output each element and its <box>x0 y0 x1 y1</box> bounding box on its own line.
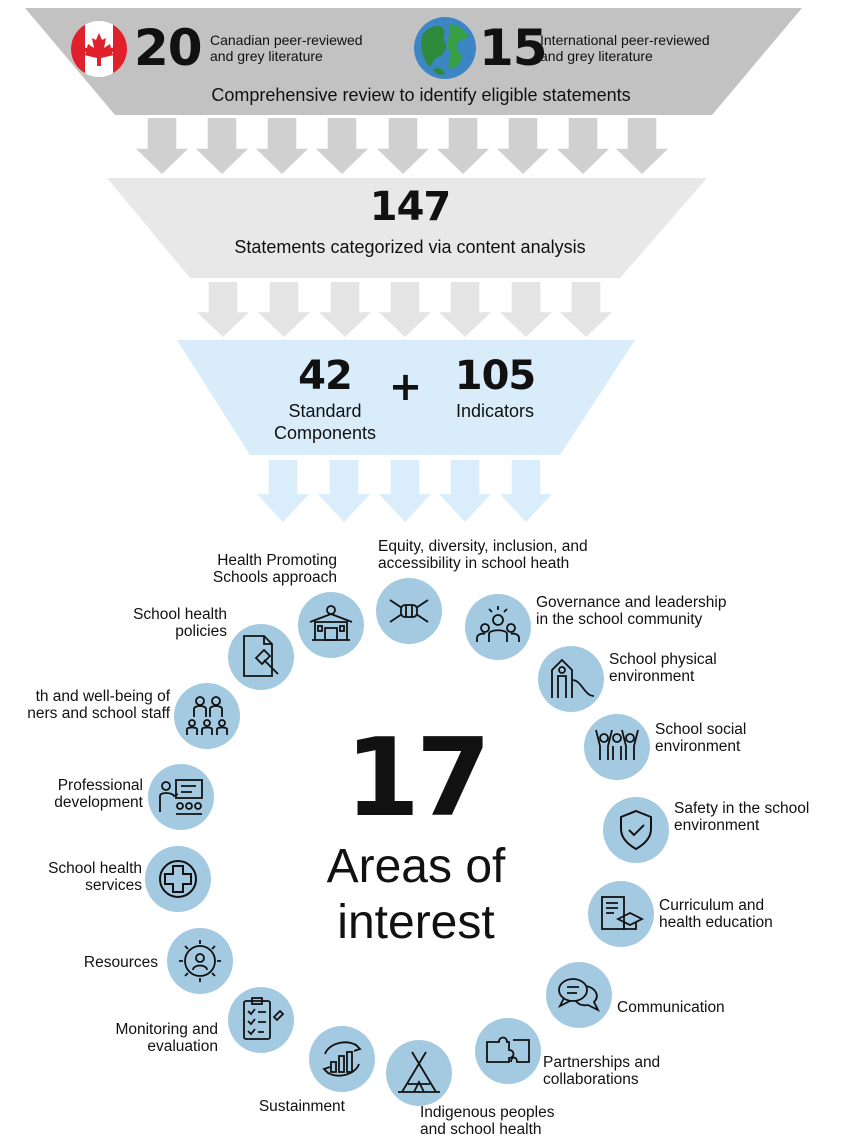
down-arrow <box>258 282 310 337</box>
areas-label-line1: Areas of <box>326 840 506 893</box>
down-arrow <box>497 118 549 174</box>
medical-cross-icon <box>145 846 211 912</box>
arrow-row-light <box>197 282 612 337</box>
speech-bubbles-icon <box>546 962 612 1028</box>
people-cheering-icon <box>584 714 650 780</box>
down-arrow <box>377 118 429 174</box>
growth-chart-icon <box>309 1026 375 1092</box>
stage3-left-label-line1: Standard <box>288 401 362 421</box>
area-label-indigenous-1: Indigenous peoples <box>420 1104 555 1121</box>
area-label-services-2: services <box>85 877 142 894</box>
shield-check-icon <box>603 797 669 863</box>
canada-flag-icon <box>70 20 128 78</box>
down-arrow <box>437 118 489 174</box>
international-count: 15 <box>479 19 548 77</box>
down-arrow <box>256 118 308 174</box>
stage2-caption: Statements categorized via content analy… <box>234 237 586 257</box>
area-label-social-2: environment <box>655 738 741 755</box>
stage3-right-count: 105 <box>454 353 537 399</box>
down-arrow <box>439 282 491 337</box>
funnel-stage-1 <box>25 8 802 115</box>
down-arrow <box>379 282 431 337</box>
area-label-policies-2: policies <box>175 623 227 640</box>
international-label-line2: and grey literature <box>540 48 653 64</box>
globe-icon <box>413 16 477 80</box>
puzzle-pieces-icon <box>475 1018 541 1084</box>
down-arrow <box>500 460 552 522</box>
leadership-group-icon <box>465 594 531 660</box>
arrow-row-grey <box>136 118 668 174</box>
canadian-count: 20 <box>134 19 203 77</box>
canadian-label-line2: and grey literature <box>210 48 323 64</box>
area-label-hps-2: Schools approach <box>212 569 337 586</box>
area-label-physical-1: School physical <box>609 651 717 668</box>
down-arrow <box>379 460 431 522</box>
down-arrow <box>318 460 370 522</box>
area-label-physical-2: environment <box>609 668 695 685</box>
policy-gavel-icon <box>228 624 294 690</box>
areas-label-line2: interest <box>337 896 495 949</box>
stage1-caption: Comprehensive review to identify eligibl… <box>211 85 631 105</box>
gear-person-icon <box>167 928 233 994</box>
area-label-wellbeing-1: th and well-being of <box>35 688 170 705</box>
area-label-hps-1: Health Promoting <box>217 552 337 569</box>
teacher-board-icon <box>148 764 214 830</box>
area-label-sustainment-1: Sustainment <box>258 1098 345 1115</box>
joined-hands-icon <box>376 578 442 644</box>
stage3-plus: + <box>388 364 423 410</box>
area-label-resources-1: Resources <box>83 954 158 971</box>
funnel-stage-2 <box>107 178 707 278</box>
down-arrow <box>557 118 609 174</box>
playground-icon <box>538 646 604 712</box>
area-label-partnerships-2: collaborations <box>543 1071 639 1088</box>
area-label-curriculum-2: health education <box>659 914 773 931</box>
down-arrow <box>197 282 249 337</box>
area-label-professional-1: Professional <box>57 777 143 794</box>
stage3-left-count: 42 <box>298 353 353 399</box>
area-label-equity-2: accessibility in school heath <box>378 555 570 572</box>
down-arrow <box>616 118 668 174</box>
area-label-policies-1: School health <box>133 606 227 623</box>
area-label-indigenous-2: and school health <box>420 1121 542 1138</box>
area-label-governance-1: Governance and leadership <box>536 594 727 611</box>
arrow-row-blue <box>257 460 552 522</box>
down-arrow <box>136 118 188 174</box>
down-arrow <box>560 282 612 337</box>
area-label-communication-1: Communication <box>617 999 725 1016</box>
area-label-monitoring-1: Monitoring and <box>115 1021 218 1038</box>
area-label-governance-2: in the school community <box>536 611 703 628</box>
area-label-wellbeing-2: ners and school staff <box>27 705 170 722</box>
area-label-equity-1: Equity, diversity, inclusion, and <box>378 538 588 555</box>
down-arrow <box>316 118 368 174</box>
canadian-label-line1: Canadian peer-reviewed <box>210 32 363 48</box>
area-label-monitoring-2: evaluation <box>147 1038 218 1055</box>
down-arrow <box>319 282 371 337</box>
international-label-line1: International peer-reviewed <box>540 32 710 48</box>
funnel-stage-3 <box>177 340 635 455</box>
area-label-services-1: School health <box>48 860 142 877</box>
stage3-left-label-line2: Components <box>273 423 377 443</box>
checklist-icon <box>228 987 294 1053</box>
area-label-curriculum-1: Curriculum and <box>659 897 765 914</box>
area-label-social-1: School social <box>655 721 747 738</box>
graduation-document-icon <box>588 881 654 947</box>
area-label-safety-2: environment <box>674 817 760 834</box>
tipi-icon <box>386 1040 452 1106</box>
area-label-professional-2: development <box>54 794 143 811</box>
down-arrow <box>257 460 309 522</box>
school-building-icon <box>298 592 364 658</box>
area-label-partnerships-1: Partnerships and <box>543 1054 661 1071</box>
stage3-right-label: Indicators <box>455 401 535 421</box>
down-arrow <box>439 460 491 522</box>
areas-count: 17 <box>344 716 491 841</box>
staff-group-icon <box>174 683 240 749</box>
stage2-count: 147 <box>369 184 452 230</box>
down-arrow <box>500 282 552 337</box>
down-arrow <box>196 118 248 174</box>
area-label-safety-1: Safety in the school <box>674 800 810 817</box>
